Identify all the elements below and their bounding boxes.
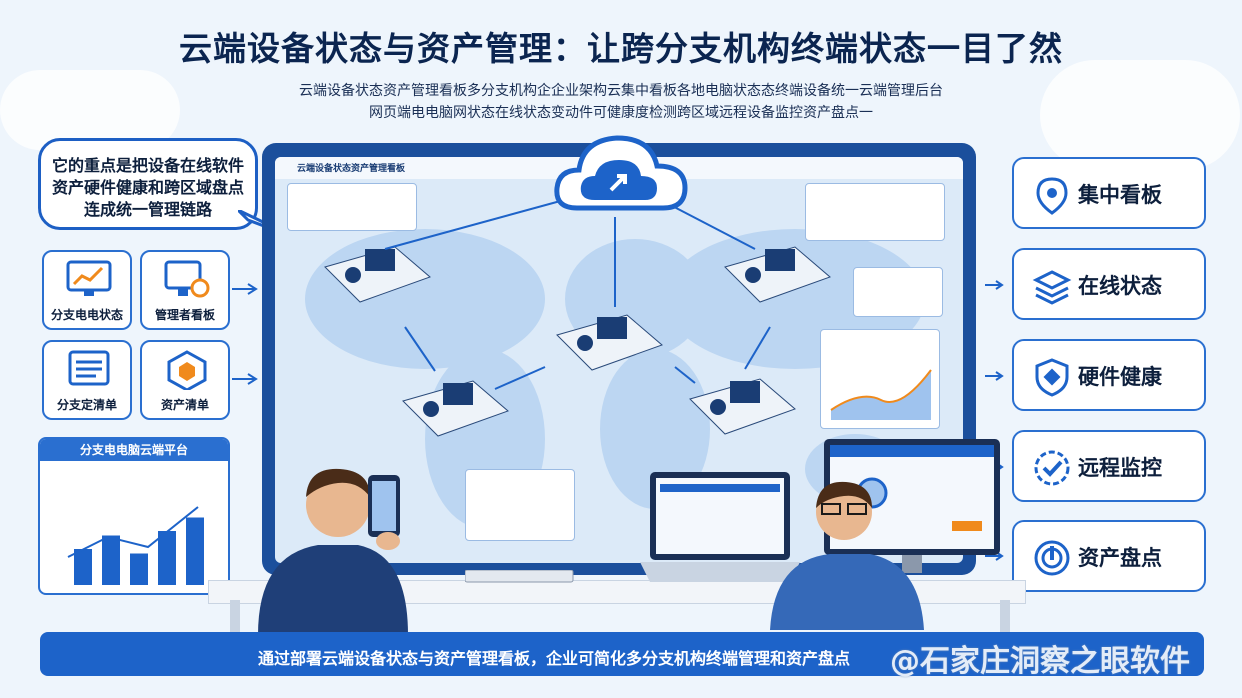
- tile-branch-status[interactable]: 分支电电状态: [42, 250, 132, 330]
- subtitle-line-1: 云端设备状态资产管理看板多分支机构企企业架构云集中看板各地电脑状态态终端设备统一…: [299, 83, 943, 99]
- keyboard: [465, 570, 574, 583]
- feature-asset-inventory[interactable]: 资产盘点: [1012, 520, 1206, 592]
- bottom-banner: [40, 632, 1204, 676]
- platform-bar: [102, 535, 120, 585]
- feature-label: 资产盘点: [1078, 546, 1162, 570]
- status-card: [853, 267, 943, 317]
- trend-chart: [830, 369, 932, 420]
- feature-label: 硬件健康: [1078, 365, 1162, 389]
- feature-label: 集中看板: [1078, 183, 1162, 207]
- desk-leg: [230, 600, 240, 634]
- tile-label: 分支定清单: [56, 398, 117, 412]
- desk-leg: [1000, 600, 1010, 634]
- info-card: [805, 183, 945, 241]
- shield-icon: [1035, 358, 1069, 397]
- feature-label: 在线状态: [1078, 274, 1162, 298]
- workstation: [680, 369, 800, 453]
- list-document-icon: [68, 350, 110, 386]
- tile-label: 管理者看板: [154, 308, 215, 322]
- page-title: 云端设备状态与资产管理：让跨分支机构终端状态一目了然: [179, 29, 1063, 68]
- watermark: @石家庄洞察之眼软件: [890, 644, 1190, 679]
- tile-branch-list[interactable]: 分支定清单: [42, 340, 132, 420]
- arrow-right-icon: [232, 373, 258, 385]
- arrow-right-icon: [985, 371, 1004, 381]
- tile-asset-list[interactable]: 资产清单: [140, 340, 230, 420]
- platform-title: 分支电电脑云端平台: [40, 439, 228, 461]
- monitor-chart-icon: [66, 260, 112, 296]
- platform-panel: 分支电电脑云端平台: [38, 437, 230, 595]
- person-at-laptop: [770, 481, 924, 630]
- workstation: [315, 237, 435, 321]
- workstation: [393, 371, 513, 455]
- person-with-phone: [258, 468, 408, 635]
- tile-label: 分支电电状态: [50, 308, 123, 322]
- workstation: [547, 305, 667, 389]
- platform-bar: [158, 531, 176, 585]
- feature-online-status[interactable]: 在线状态: [1012, 248, 1206, 320]
- laptop: [640, 472, 800, 582]
- platform-bar-chart: [67, 506, 204, 585]
- feature-centralized-board[interactable]: 集中看板: [1012, 157, 1206, 229]
- check-badge-icon: [1034, 450, 1070, 486]
- layers-icon: [1032, 270, 1072, 305]
- trend-chart-card: [820, 329, 940, 429]
- power-icon: [1034, 540, 1070, 576]
- location-pin-icon: [1036, 177, 1068, 215]
- cloud-icon: [554, 135, 688, 211]
- dashboard-title: 云端设备状态资产管理看板: [297, 164, 406, 174]
- info-card: [287, 183, 417, 231]
- monitor-gear-icon: [164, 260, 210, 298]
- arrow-right-icon: [232, 283, 258, 295]
- hexagon-asset-icon: [167, 350, 207, 390]
- subtitle-line-2: 网页端电电脑网状态在线状态变动件可健康度检测跨区域远程设备监控资产盘点一: [369, 105, 873, 121]
- bottom-banner-text: 通过部署云端设备状态与资产管理看板，企业可简化多分支机构终端管理和资产盘点: [258, 649, 851, 668]
- tile-manager-board[interactable]: 管理者看板: [140, 250, 230, 330]
- feature-label: 远程监控: [1078, 456, 1162, 480]
- tile-label: 资产清单: [160, 398, 209, 412]
- platform-bar: [186, 517, 204, 585]
- feature-remote-monitor[interactable]: 远程监控: [1012, 430, 1206, 502]
- workstation: [715, 237, 835, 321]
- arrow-right-icon: [985, 280, 1004, 290]
- feature-hardware-health[interactable]: 硬件健康: [1012, 339, 1206, 411]
- dashboard-screen: 云端设备状态资产管理看板: [275, 157, 963, 563]
- speech-bubble: 它的重点是把设备在线软件资产硬件健康和跨区域盘点连成统一管理链路: [38, 138, 258, 230]
- platform-bar: [130, 553, 148, 585]
- platform-bar: [74, 549, 92, 585]
- device-list-card: [465, 469, 575, 541]
